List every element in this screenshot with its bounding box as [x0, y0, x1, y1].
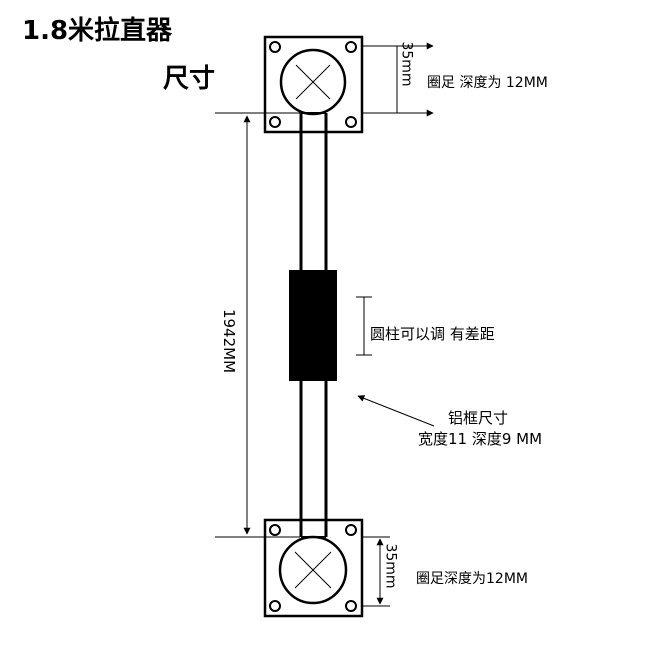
- top-foot-depth-note: 圈足 深度为 12MM: [427, 75, 548, 91]
- bottom-plate-dimension-lines: [215, 536, 390, 607]
- cylinder-grip: [289, 270, 337, 381]
- top-plate-dimension-lines: [215, 42, 434, 117]
- bottom-plate-height-label: 35mm: [382, 543, 399, 589]
- aluminum-frame-size: 宽度11 深度9 MM: [418, 430, 543, 448]
- aluminum-frame-pointer-arrow: [357, 395, 435, 427]
- aluminum-frame-title: 铝框尺寸: [448, 409, 509, 427]
- title-line-1: 1.8米拉直器: [22, 16, 173, 46]
- top-plate-height-label: 35mm: [398, 41, 415, 87]
- top-mounting-plate: [263, 35, 364, 134]
- bottom-foot-depth-note: 圈足深度为12MM: [416, 571, 528, 587]
- title-line-2: 尺寸: [163, 64, 216, 94]
- bottom-mounting-plate: [263, 518, 364, 618]
- cylinder-range-bracket: [356, 296, 372, 356]
- total-length-label: 1942MM: [220, 308, 239, 374]
- cylinder-adjustable-note: 圆柱可以调 有差距: [370, 325, 495, 343]
